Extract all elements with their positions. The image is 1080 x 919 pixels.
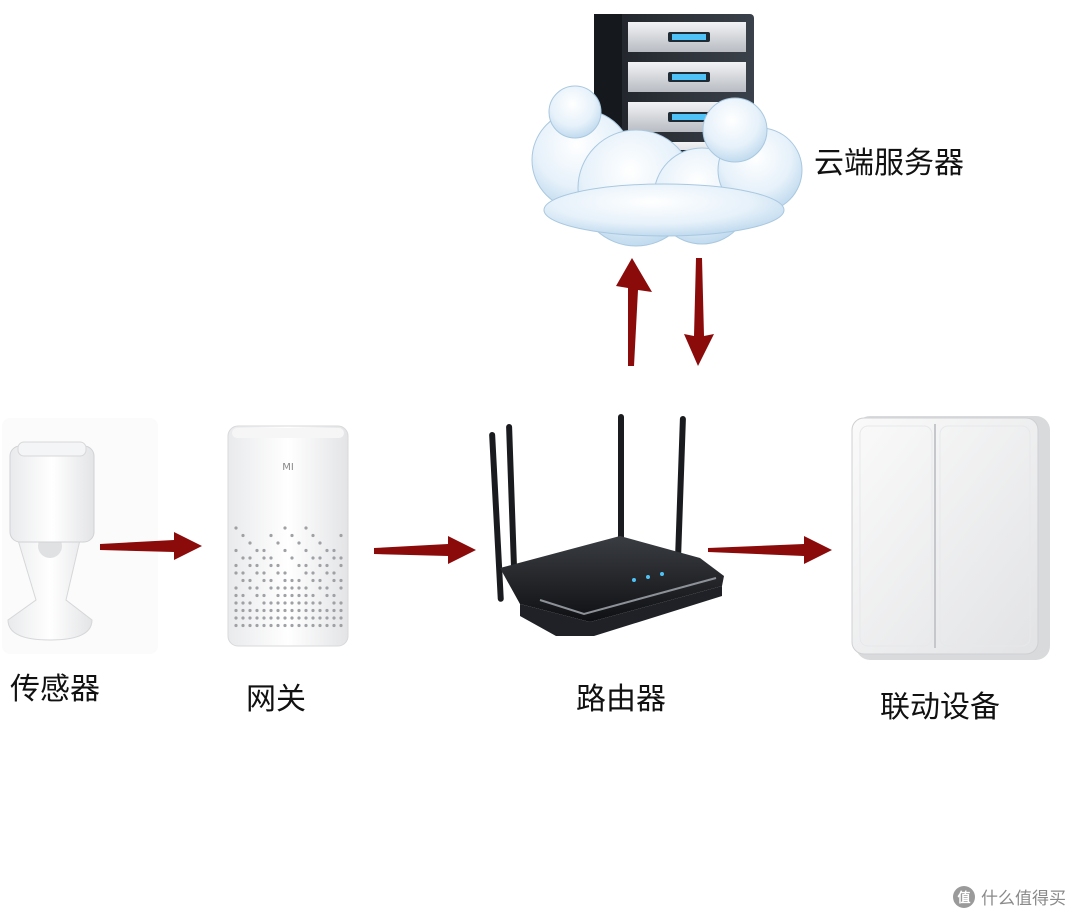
speaker-grille [234,526,343,628]
arrow-cloud-to-router [684,258,714,366]
linked-device-label: 联动设备 [880,690,1000,725]
arrow-router-to-device [708,536,832,564]
watermark: 值 什么值得买 [953,884,1066,909]
cloud-server-label: 云端服务器 [814,146,964,181]
gateway-label: 网关 [246,682,306,717]
arrow-gateway-to-router [374,536,476,564]
watermark-logo-icon: 值 [953,885,975,908]
sensor-label: 传感器 [10,672,100,707]
watermark-text: 什么值得买 [981,889,1066,909]
arrow-router-to-cloud [616,258,652,366]
motion-sensor-icon [2,418,158,654]
cloud-server-icon [531,14,803,247]
gateway-logo: MI [282,462,294,473]
arrow-sensor-to-gateway [100,532,202,560]
cloud-icon [531,85,803,247]
router-label: 路由器 [576,682,666,717]
router-icon [489,414,724,636]
wall-switch-icon [851,416,1050,660]
gateway-icon [227,425,349,647]
